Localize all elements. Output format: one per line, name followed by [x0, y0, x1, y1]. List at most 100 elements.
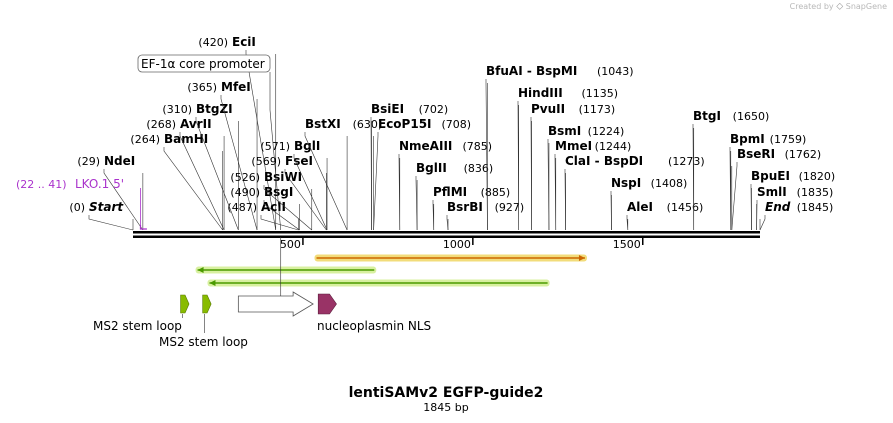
- orf-arrowhead: [209, 280, 216, 286]
- site-position: (1650): [733, 110, 770, 123]
- ruler-tick-label: 1000: [443, 238, 471, 251]
- site-leader-line: [485, 79, 488, 231]
- site-leader-line: [263, 185, 312, 231]
- credit-prefix: Created by: [789, 2, 834, 11]
- site-position: (702): [419, 103, 449, 116]
- backbone-top-strand: [133, 231, 760, 234]
- restriction-site: BsmI (1224): [547, 124, 625, 231]
- site-leader-line: [304, 132, 348, 231]
- restriction-site: HindIII(1135): [517, 86, 618, 231]
- site-name: PflMI: [433, 185, 467, 199]
- site-leader-line: [446, 215, 449, 231]
- restriction-site: BstXI (630): [304, 117, 383, 231]
- site-leader-line: [547, 139, 550, 231]
- ruler-tick-label: 500: [280, 238, 301, 251]
- site-name: EcoP15I: [378, 117, 432, 131]
- orf-arrowhead: [197, 267, 204, 273]
- feature-label: nucleoplasmin NLS: [317, 319, 431, 333]
- feature-label: MS2 stem loop: [93, 319, 182, 333]
- primer-name: LKO.1 5': [75, 177, 124, 191]
- site-position: (1043): [597, 65, 634, 78]
- restriction-site: SmlI(1835): [756, 185, 833, 231]
- site-name: BfuAI - BspMI: [486, 64, 577, 78]
- site-position: (1244): [595, 140, 632, 153]
- site-name: SmlI: [757, 185, 787, 199]
- site-name: BglII: [416, 161, 447, 175]
- orf-arrowhead: [578, 255, 585, 261]
- plasmid-length: 1845 bp: [423, 401, 468, 414]
- promoter-feature-arrow: [237, 291, 314, 317]
- site-leader-line: [179, 132, 225, 231]
- ms2-feature-arrow: [202, 294, 212, 314]
- site-leader-line: [731, 162, 738, 231]
- promoter-label-box: EF-1α core promoter: [137, 54, 282, 231]
- site-position: (264): [130, 133, 160, 146]
- site-name: HindIII: [518, 86, 563, 100]
- site-position: (487): [227, 201, 257, 214]
- site-name: BsiEI: [371, 102, 404, 116]
- site-position: (1759): [770, 133, 807, 146]
- site-name: BtgZI: [196, 102, 233, 116]
- restriction-site: MmeI(1244): [554, 139, 632, 231]
- site-leader-line: [245, 50, 277, 231]
- site-position: (1820): [799, 170, 836, 183]
- restriction-site: BsiEI (702): [370, 102, 449, 231]
- nls-feature-arrow: [317, 293, 337, 315]
- site-name: BsiWI: [264, 170, 302, 184]
- site-name: BstXI: [305, 117, 341, 131]
- site-leader-line: [284, 169, 327, 231]
- site-position: (29): [77, 155, 100, 168]
- restriction-site: BfuAI - BspMI (1043): [485, 64, 634, 231]
- primer-bracket: [139, 225, 147, 230]
- restriction-site: BtgI (1650): [692, 109, 770, 231]
- restriction-site: BglII(836): [415, 161, 493, 231]
- site-position: (569): [251, 155, 281, 168]
- site-position: (630): [353, 118, 383, 131]
- promoter-box: [137, 54, 271, 73]
- restriction-site: PflMI(885): [432, 185, 510, 231]
- site-position: (1224): [588, 125, 625, 138]
- restriction-site: AleI(1456): [626, 200, 703, 231]
- site-position: (490): [230, 186, 260, 199]
- restriction-site: NspI(1408): [610, 176, 688, 231]
- site-name: AvrII: [180, 117, 212, 131]
- site-leader-line: [103, 169, 144, 231]
- restriction-site: (487) AclI: [227, 200, 299, 231]
- credit-brand: SnapGene: [845, 2, 887, 11]
- orf-bar: [207, 279, 550, 287]
- restriction-site: ClaI - BspDI(1273): [564, 154, 705, 231]
- site-name: BtgI: [693, 109, 721, 123]
- site-name: BsmI: [548, 124, 581, 138]
- restriction-site: (571)BglI: [260, 139, 328, 231]
- site-position: (1173): [579, 103, 616, 116]
- restriction-site: (526) BsiWI: [230, 170, 313, 231]
- restriction-site: PvuII(1173): [530, 102, 616, 231]
- restriction-site: MfeI(365): [187, 80, 258, 231]
- site-position: (420): [198, 36, 228, 49]
- site-leader-line: [163, 147, 223, 231]
- snapgene-credit: Created by ⬦ SnapGene: [790, 1, 887, 12]
- site-name: BamHI: [164, 132, 208, 146]
- site-leader-line: [373, 132, 379, 231]
- site-position: (1845): [797, 201, 834, 214]
- restriction-site: BsrBI(927): [446, 200, 524, 231]
- promoter-name: EF-1α core promoter: [141, 57, 265, 71]
- site-position: (785): [462, 140, 492, 153]
- site-name: FseI: [285, 154, 313, 168]
- site-position: (1408): [651, 177, 688, 190]
- site-name: BglI: [294, 139, 320, 153]
- plasmid-title: lentiSAMv2 EGFP-guide2: [349, 385, 544, 401]
- site-name: BsgI: [264, 185, 293, 199]
- site-name: AclI: [261, 200, 286, 214]
- restriction-site: End(1845): [759, 200, 834, 231]
- site-position: (1273): [668, 155, 705, 168]
- site-leader-line: [260, 215, 299, 231]
- site-position: (365): [187, 81, 217, 94]
- orf-bar: [195, 266, 377, 274]
- site-position: (526): [230, 171, 260, 184]
- site-name: NmeAIII: [399, 139, 452, 153]
- restriction-site: (569) FseI: [251, 154, 327, 231]
- restriction-site: Start(0): [69, 200, 134, 231]
- orf-tracks: [195, 254, 587, 287]
- site-name: BsrBI: [447, 200, 483, 214]
